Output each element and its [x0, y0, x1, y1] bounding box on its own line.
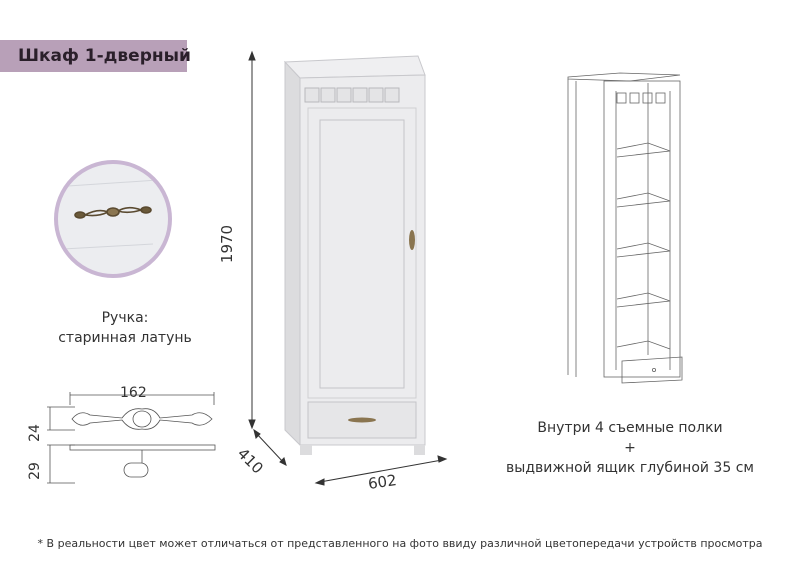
handle-icon [62, 179, 159, 250]
handle-depth-label: 29 [26, 462, 43, 480]
interior-caption-drawer: выдвижной ящик глубиной 35 см [506, 460, 754, 476]
handle-drawing [47, 392, 216, 484]
door-handle-icon [409, 230, 415, 250]
cabinet-interior-drawing [567, 72, 683, 384]
handle-closeup-image [54, 160, 172, 278]
handle-label-title: Ручка: [101, 310, 149, 326]
handle-width-label: 24 [26, 424, 43, 442]
interior-caption-shelves: Внутри 4 съемные полки [537, 420, 723, 436]
interior-caption-plus: + [624, 440, 636, 456]
color-disclaimer: * В реальности цвет может отличаться от … [37, 537, 763, 550]
title-banner: Шкаф 1-дверный [0, 40, 191, 72]
handle-length-label: 162 [120, 385, 147, 401]
page-title: Шкаф 1-дверный [18, 46, 191, 66]
cabinet-image [248, 50, 448, 486]
drawer-handle-icon [348, 417, 376, 423]
handle-label-material: старинная латунь [58, 330, 192, 346]
cabinet-height-label: 1970 [218, 224, 237, 264]
